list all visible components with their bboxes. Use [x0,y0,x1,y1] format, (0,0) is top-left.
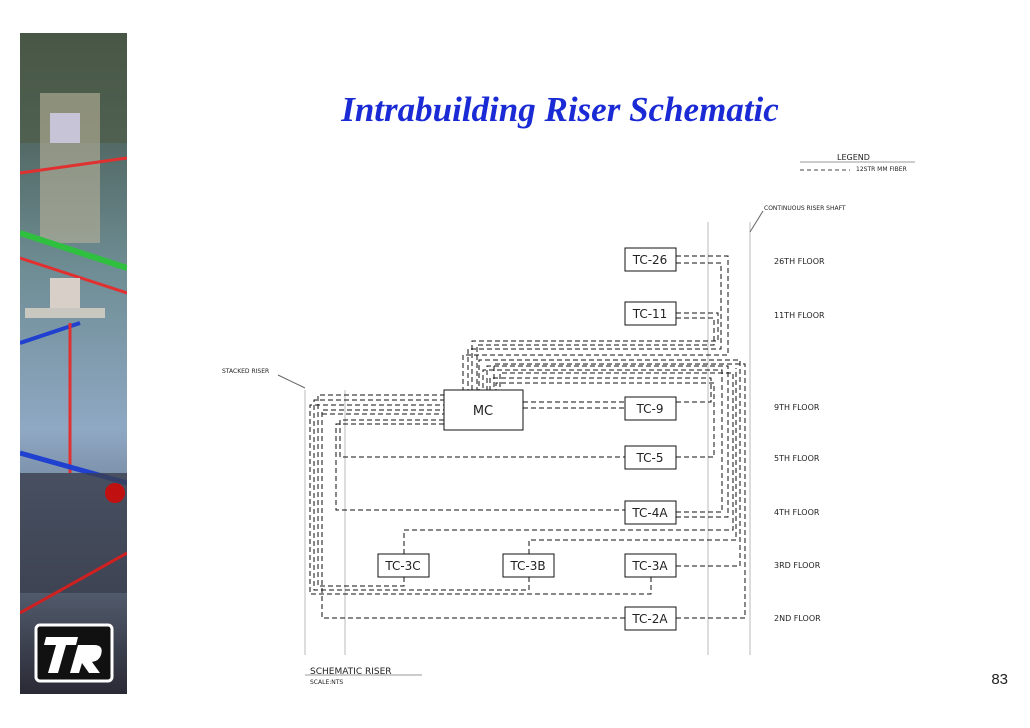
closet-tc3a: TC-3A [631,559,668,573]
closet-tc11: TC-11 [632,307,668,321]
floor-4: 4TH FLOOR [774,508,820,517]
schematic-title: SCHEMATIC RISER [310,667,392,677]
closet-tc3b: TC-3B [509,559,545,573]
closet-tc3c: TC-3C [384,559,420,573]
legend-fiber-label: 12STR MM FIBER [856,166,907,173]
slide-title: Intrabuilding Riser Schematic [341,90,779,129]
floor-5: 5TH FLOOR [774,454,820,463]
floor-2: 2ND FLOOR [774,614,821,623]
floor-26: 26TH FLOOR [774,257,825,266]
sidebar-photo [20,33,127,694]
closet-tc5: TC-5 [636,451,664,465]
closet-tc4a: TC-4A [631,506,668,520]
tr-logo-icon [34,623,114,683]
floor-11: 11TH FLOOR [774,311,825,320]
closet-tc2a: TC-2A [631,612,668,626]
main-closet-label: MC [473,404,493,419]
scale-label: SCALE:NTS [310,679,343,686]
stacked-riser-label: STACKED RISER [222,368,269,375]
continuous-riser-label: CONTINUOUS RISER SHAFT [764,205,846,212]
closet-tc9: TC-9 [636,402,664,416]
floor-3: 3RD FLOOR [774,561,821,570]
legend-heading: LEGEND [837,153,870,162]
page-number: 83 [991,671,1008,688]
closet-tc26: TC-26 [632,253,668,267]
floor-9: 9TH FLOOR [774,403,820,412]
